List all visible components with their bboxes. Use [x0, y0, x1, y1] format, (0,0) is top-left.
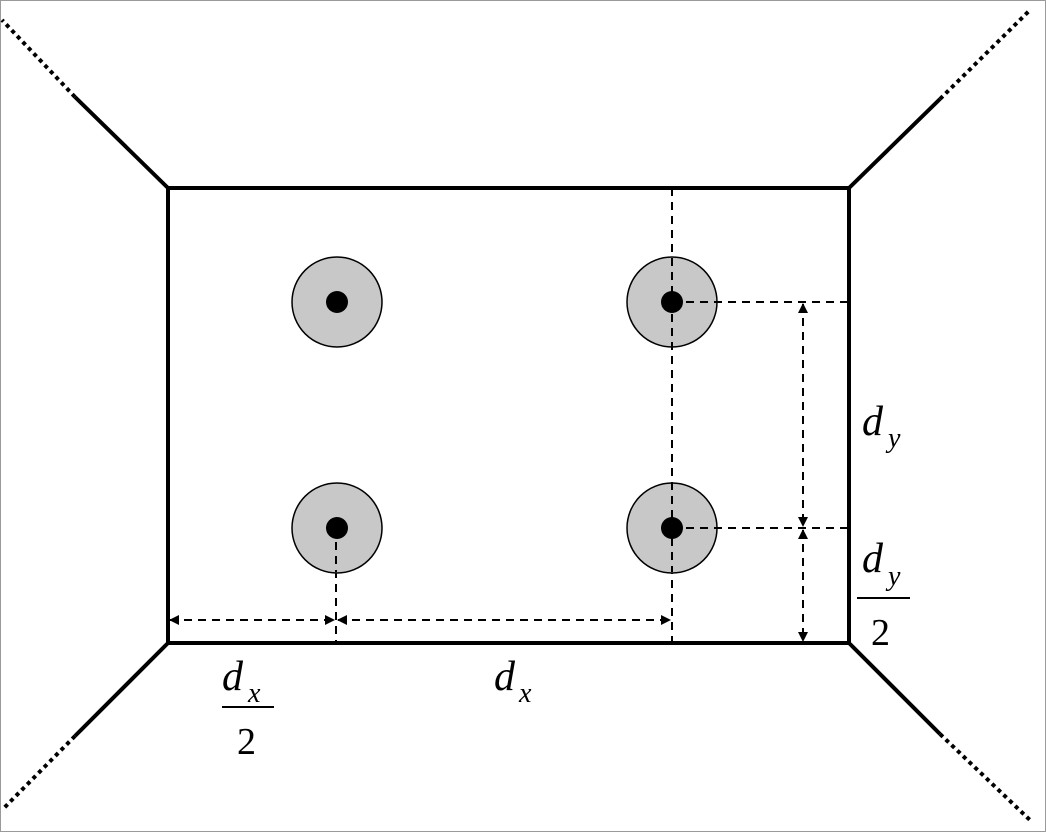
wall-corner-bottom-left-dotted	[0, 734, 77, 812]
label-dx-base: d	[494, 654, 516, 700]
wall-corner-top-right-dotted	[938, 8, 1032, 101]
label-dx-half: d x 2	[222, 654, 274, 763]
wall-corner-top-left-dotted	[0, 18, 77, 99]
room-floor-outline	[166, 186, 851, 645]
label-dy-half-base: d	[862, 536, 884, 582]
label-dx-half-sub: x	[247, 678, 261, 709]
label-dy-sub: y	[885, 423, 901, 454]
label-dy: d y	[862, 399, 901, 454]
source-top-left	[291, 256, 383, 348]
label-dy-half-sub: y	[885, 561, 901, 592]
label-dy-half-denominator: 2	[871, 612, 890, 654]
label-dx: d x	[494, 654, 532, 709]
label-dx-half-base: d	[222, 654, 244, 700]
label-dy-half: d y 2	[857, 536, 910, 654]
wall-corner-bottom-left	[73, 641, 170, 738]
wall-corner-top-left	[73, 95, 170, 190]
label-dy-base: d	[862, 399, 884, 445]
wall-corner-bottom-right-dotted	[938, 732, 1034, 824]
wall-corner-bottom-right	[847, 641, 942, 736]
label-dx-sub: x	[518, 678, 532, 709]
wall-corner-top-right	[847, 97, 942, 190]
label-dx-half-denominator: 2	[237, 721, 256, 763]
